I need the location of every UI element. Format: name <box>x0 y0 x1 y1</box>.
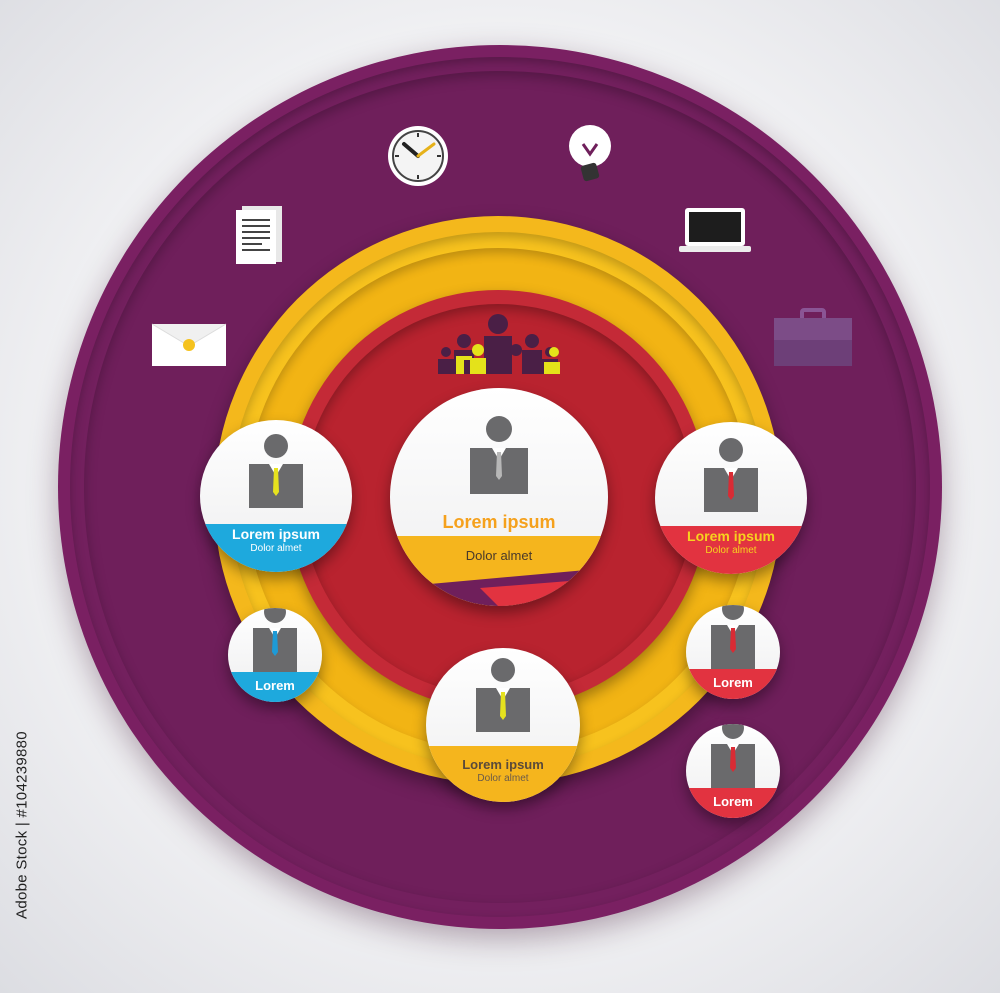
light-bulb-icon <box>569 125 611 182</box>
right-large-node[interactable]: Lorem ipsum Dolor almet <box>655 422 807 574</box>
bottom-band <box>426 746 580 802</box>
center-node[interactable]: Lorem ipsum Dolor almet <box>390 388 608 606</box>
right-small-band-2 <box>686 788 780 818</box>
bottom-title: Lorem ipsum <box>462 757 544 772</box>
bottom-subtitle: Dolor almet <box>477 773 529 784</box>
left-large-title: Lorem ipsum <box>232 526 320 542</box>
center-subtitle: Dolor almet <box>465 548 533 563</box>
briefcase-icon <box>774 308 852 366</box>
bottom-node[interactable]: Lorem ipsum Dolor almet <box>426 648 580 802</box>
stock-id-label: Adobe Stock | #104239880 <box>13 731 31 919</box>
left-small-node[interactable]: Lorem <box>228 608 322 702</box>
clock-icon <box>388 126 448 186</box>
left-large-node[interactable]: Lorem ipsum Dolor almet <box>200 420 352 572</box>
right-small-title-2: Lorem <box>713 794 753 809</box>
left-small-band <box>228 672 322 702</box>
right-large-band <box>655 526 807 574</box>
laptop-icon <box>679 208 751 252</box>
team-icon <box>438 314 560 374</box>
person-icon <box>711 605 755 671</box>
documents-icon <box>236 206 282 264</box>
left-small-title: Lorem <box>255 678 295 693</box>
person-icon <box>711 724 755 790</box>
person-icon <box>704 438 758 512</box>
person-icon <box>253 608 297 674</box>
center-accent-stripes <box>430 568 608 606</box>
person-icon <box>249 434 303 508</box>
envelope-icon <box>151 323 227 366</box>
right-large-subtitle: Dolor almet <box>705 545 757 556</box>
person-icon <box>470 416 528 494</box>
right-small-title-1: Lorem <box>713 675 753 690</box>
right-small-node-1[interactable]: Lorem <box>686 605 780 699</box>
right-large-title: Lorem ipsum <box>687 528 775 544</box>
left-large-band <box>200 524 352 572</box>
left-large-subtitle: Dolor almet <box>250 543 302 554</box>
center-title: Lorem ipsum <box>442 512 556 532</box>
right-small-band-1 <box>686 669 780 699</box>
person-icon <box>476 658 530 732</box>
right-small-node-2[interactable]: Lorem <box>686 724 780 818</box>
